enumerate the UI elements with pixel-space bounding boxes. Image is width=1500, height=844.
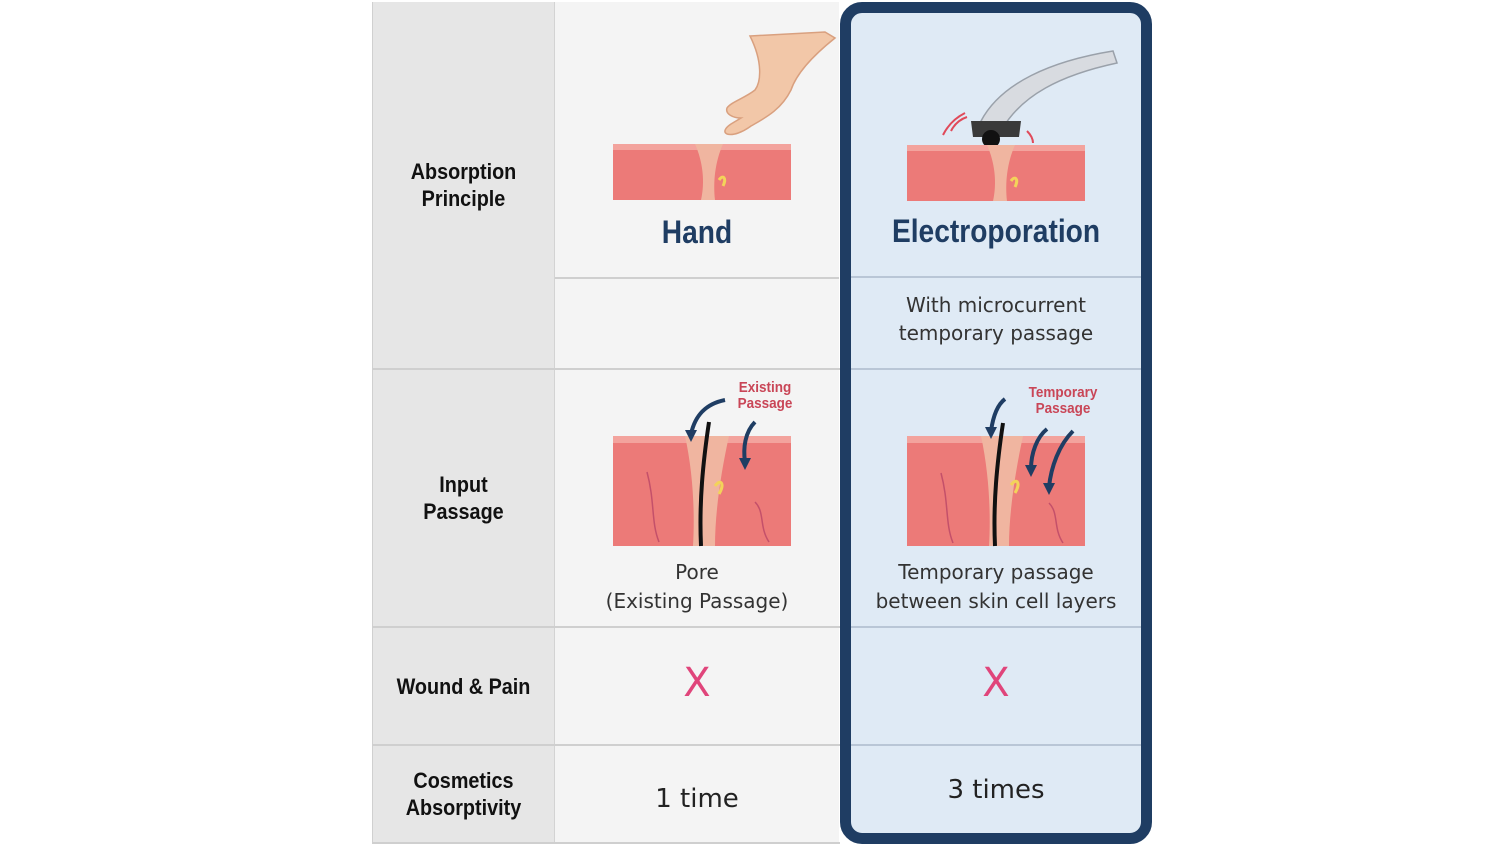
row-divider [372, 368, 840, 370]
row-label-wound-pain: Wound & Pain [396, 673, 531, 699]
row-divider [851, 368, 1141, 370]
skin-cross-section-illustration [613, 421, 791, 547]
row-label-input-passage: Input Passage [423, 472, 504, 524]
arrow-icon [685, 398, 726, 442]
electroporation-passage-caption: Temporary passage between skin cell laye… [875, 560, 1117, 613]
electroporation-heading: Electroporation [891, 213, 1101, 249]
electroporation-column: Temporary Passage Electroporation With m… [840, 2, 1152, 844]
hand-column: Existing Passage [555, 2, 839, 842]
arrow-icon [1025, 427, 1049, 477]
hand-absorptivity: 1 time [655, 784, 739, 814]
electroporation-illustrations [907, 50, 1118, 547]
skin-cross-section-illustration [907, 422, 1085, 547]
temporary-passage-callout: Temporary Passage [1028, 384, 1098, 417]
row-divider [555, 277, 839, 279]
comparison-table: Absorption Principle Input Passage Wound… [372, 2, 1154, 844]
row-label-absorption-principle: Absorption Principle [410, 159, 517, 211]
arrow-icon [1043, 429, 1075, 495]
hand-wound-pain-x: X [683, 660, 711, 706]
electroporation-device-illustration [942, 50, 1118, 148]
arrow-icon [739, 420, 757, 470]
hand-illustration [724, 31, 837, 136]
electroporation-wound-pain-x: X [982, 660, 1010, 706]
electroporation-absorptivity: 3 times [947, 775, 1045, 805]
row-label-column: Absorption Principle Input Passage Wound… [372, 2, 556, 842]
hand-heading: Hand [661, 214, 733, 250]
row-label-cosmetics-absorptivity: Cosmetics Absorptivity [405, 768, 522, 820]
row-divider [851, 744, 1141, 746]
row-divider [372, 744, 840, 746]
row-divider [851, 276, 1141, 278]
hand-passage-caption: Pore (Existing Passage) [605, 560, 789, 613]
electroporation-description: With microcurrent temporary passage [898, 293, 1094, 345]
row-divider [372, 626, 840, 628]
existing-passage-callout: Existing Passage [737, 379, 793, 412]
skin-cross-section-illustration [907, 145, 1085, 201]
skin-cross-section-illustration [613, 144, 791, 200]
hand-illustrations [613, 31, 837, 547]
row-divider [851, 626, 1141, 628]
arrow-icon [985, 397, 1007, 439]
row-divider [372, 842, 840, 844]
